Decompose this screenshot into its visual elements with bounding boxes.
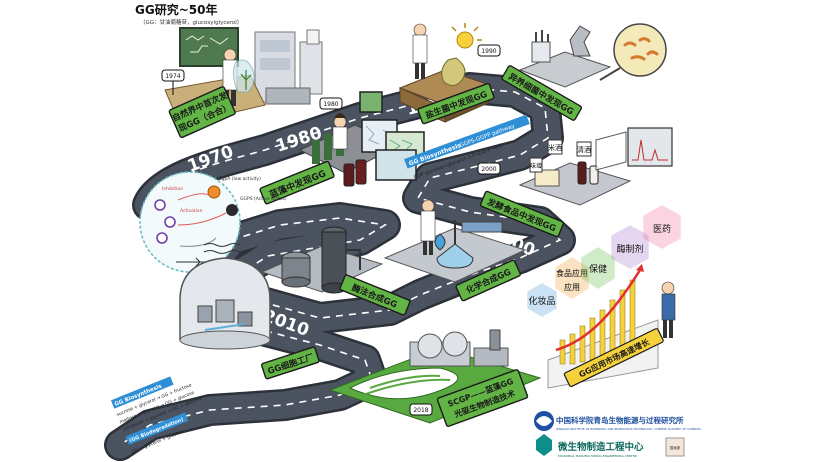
hex-food: 食品应用 应用 xyxy=(555,257,589,299)
artist-seal xyxy=(665,437,685,457)
fermenter xyxy=(321,231,347,289)
hex-medicine: 医药 xyxy=(643,205,681,249)
scene-2010-cell-factory xyxy=(179,257,271,350)
pathway-title-bar xyxy=(404,114,530,169)
svg-text:MICROBIAL MANUFACTURING ENGINE: MICROBIAL MANUFACTURING ENGINEERING CENT… xyxy=(558,454,637,458)
svg-text:1974: 1974 xyxy=(165,73,180,80)
header: GG研究~50年 （GG：甘油葡糖苷，glucosylglycerol） xyxy=(135,2,242,26)
svg-text:中国科学院青岛生物能源与过程研究所: 中国科学院青岛生物能源与过程研究所 xyxy=(556,415,684,425)
svg-text:1990: 1990 xyxy=(481,48,496,55)
page-subtitle: （GG：甘油葡糖苷，glucosylglycerol） xyxy=(140,18,242,26)
svg-text:酶制剂: 酶制剂 xyxy=(616,243,643,255)
hex-health: 保健 xyxy=(581,247,615,289)
hex-enzyme: 酶制剂 xyxy=(611,225,649,269)
svg-text:Activation: Activation xyxy=(180,208,203,214)
year-badge-1980: 1980 xyxy=(319,97,343,110)
svg-text:国画家: 国画家 xyxy=(670,445,681,450)
scientist-1980 xyxy=(332,113,348,150)
logo-center: 微生物制造工程中心 MICROBIAL MANUFACTURING ENGINE… xyxy=(536,434,685,458)
scene-2020-scgp xyxy=(328,329,542,424)
scene-2000-chemical xyxy=(383,199,527,283)
micrograph-4 xyxy=(359,91,383,113)
scene-2000-fermented: 米酒 清酒 味增 xyxy=(518,127,673,206)
svg-text:GgpA (low activity): GgpA (low activity) xyxy=(218,176,261,182)
scene-2010-enzyme xyxy=(260,226,384,294)
year-badge-2000-small: 2000 xyxy=(477,162,501,175)
glass-dome xyxy=(232,59,255,93)
page-title: GG研究~50年 xyxy=(135,2,217,17)
microscope xyxy=(569,25,591,57)
synthesis-panel: GG Biosynthesis sucrose + glycerol → GG … xyxy=(110,376,203,455)
center-logo-icon xyxy=(536,434,552,456)
year-badge-1990: 1990 xyxy=(477,44,501,57)
scene-1990-heterotrophic xyxy=(518,23,667,88)
svg-text:微生物制造工程中心: 微生物制造工程中心 xyxy=(557,441,644,453)
logo-qibebt: 中国科学院青岛生物能源与过程研究所 QINGDAO INSTITUTE OF B… xyxy=(534,411,701,431)
svg-text:食品应用: 食品应用 xyxy=(556,268,588,278)
scientist-2020 xyxy=(661,281,676,338)
year-badge-1974: 1974 xyxy=(161,69,185,95)
year-badge-2018: 2018 xyxy=(409,403,433,416)
hex-cosmetics: 化妆品 xyxy=(527,283,557,317)
svg-text:QINGDAO INSTITUTE OF BIOENERGY: QINGDAO INSTITUTE OF BIOENERGY AND BIOPR… xyxy=(556,427,701,431)
svg-text:1980: 1980 xyxy=(323,101,338,108)
food-box xyxy=(534,169,560,187)
bacteria-lens xyxy=(613,23,667,77)
application-hexagons: 化妆品 食品应用 应用 保健 酶制剂 医药 xyxy=(527,205,681,317)
svg-text:味增: 味增 xyxy=(530,162,542,170)
svg-text:保健: 保健 xyxy=(589,263,607,275)
svg-text:清酒: 清酒 xyxy=(577,145,591,154)
label-miso xyxy=(529,157,543,173)
svg-text:Inhibition: Inhibition xyxy=(162,186,183,192)
instrument-column xyxy=(299,41,323,95)
label-sake xyxy=(576,141,592,157)
label-rice-wine xyxy=(547,139,563,155)
scientist-1990 xyxy=(412,23,428,79)
svg-text:米酒: 米酒 xyxy=(548,143,562,152)
svg-text:GGPS (Active status): GGPS (Active status) xyxy=(240,196,287,202)
keyboard xyxy=(265,87,311,105)
svg-text:应用: 应用 xyxy=(564,282,580,292)
scientist-2000 xyxy=(420,199,436,255)
svg-text:医药: 医药 xyxy=(653,224,671,235)
svg-text:化妆品: 化妆品 xyxy=(528,295,555,307)
svg-text:2000: 2000 xyxy=(481,166,496,173)
svg-text:2018: 2018 xyxy=(413,407,428,414)
bottle xyxy=(355,159,367,185)
